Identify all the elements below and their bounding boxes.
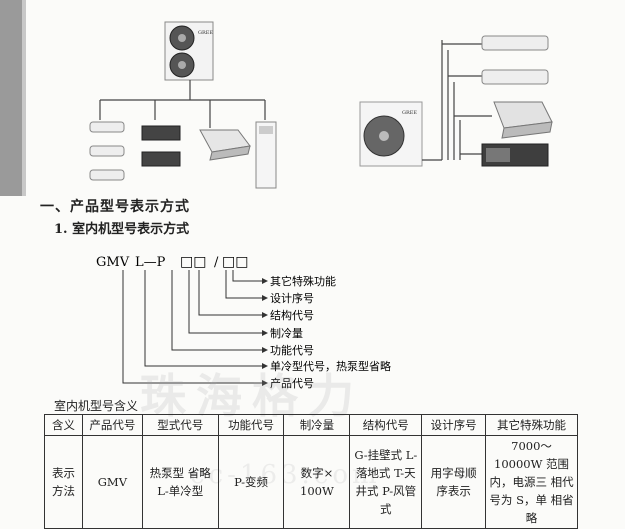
table-header-row: 含义 产品代号 型式代号 功能代号 制冷量 结构代号 设计序号 其它特殊功能 bbox=[44, 414, 578, 436]
row-label: 表示方法 bbox=[44, 435, 83, 529]
table-row: 表示方法 GMV 热泵型 省略 L-单冷型 P-变频 数字× 100W G-挂壁… bbox=[44, 435, 578, 529]
cassette-right bbox=[493, 101, 553, 139]
annotation-structure-code: 结构代号 bbox=[270, 308, 314, 322]
wall-mounted-units bbox=[89, 121, 125, 181]
refrigerant-piping bbox=[99, 80, 266, 128]
section-heading: 一、产品型号表示方式 bbox=[40, 199, 190, 215]
table-caption: 室内机型号含义 bbox=[54, 399, 139, 413]
model-code-diagram: GMV L—P □□ / □□ 其它特殊功能 设计序号 结构代号 制冷量 功能代… bbox=[96, 254, 391, 390]
header-function-code: 功能代号 bbox=[217, 414, 285, 436]
header-structure-code: 结构代号 bbox=[349, 414, 423, 436]
outdoor-unit-illustration: GREE bbox=[164, 21, 214, 81]
outdoor-unit-right: GREE bbox=[359, 101, 423, 167]
annotation-cooling-only-code: 单冷型代号，热泵型省略 bbox=[270, 359, 391, 373]
annotation-arrows bbox=[262, 278, 268, 386]
cell-design: 用字母顺 序表示 bbox=[421, 435, 487, 529]
duct-units bbox=[141, 125, 181, 167]
cell-special: 7000～10000W 范围内，电源三 相代号为 S，单 相省略 bbox=[485, 435, 578, 529]
piping-right bbox=[422, 40, 492, 161]
annotation-product-code: 产品代号 bbox=[270, 376, 314, 390]
cell-structure: G-挂壁式 L-落地式 T-天井式 P-风管式 bbox=[349, 435, 423, 529]
code-prefix: GMV bbox=[96, 255, 130, 270]
system-diagram-right: GREE bbox=[359, 35, 553, 167]
header-design-serial: 设计序号 bbox=[421, 414, 487, 436]
annotation-function-code: 功能代号 bbox=[270, 343, 314, 357]
header-special-function: 其它特殊功能 bbox=[485, 414, 578, 436]
header-meaning: 含义 bbox=[44, 414, 83, 436]
header-product-code: 产品代号 bbox=[81, 414, 143, 436]
wall-units-right bbox=[481, 35, 549, 85]
cell-product: GMV bbox=[81, 435, 143, 529]
duct-right bbox=[481, 143, 549, 167]
header-capacity: 制冷量 bbox=[283, 414, 351, 436]
annotation-design-serial: 设计序号 bbox=[270, 291, 314, 305]
system-diagram-left: GREE bbox=[89, 21, 277, 189]
subsection-heading: 1. 室内机型号表示方式 bbox=[54, 222, 190, 237]
brand-logo-text-right: GREE bbox=[402, 110, 417, 116]
code-slash: / bbox=[214, 255, 219, 270]
cell-type: 热泵型 省略 L-单冷型 bbox=[141, 435, 219, 529]
annotation-leaders bbox=[122, 270, 262, 384]
cell-capacity: 数字× 100W bbox=[283, 435, 351, 529]
annotation-special-function: 其它特殊功能 bbox=[270, 274, 336, 288]
brand-logo-text: GREE bbox=[198, 30, 213, 36]
margin-band bbox=[0, 0, 22, 196]
code-mid: L—P bbox=[135, 255, 166, 270]
code-boxes-b: □□ bbox=[222, 254, 248, 270]
cell-function: P-变频 bbox=[217, 435, 285, 529]
header-type-code: 型式代号 bbox=[141, 414, 219, 436]
cassette-unit bbox=[199, 129, 251, 161]
margin-band-light bbox=[22, 0, 26, 196]
code-boxes-a: □□ bbox=[180, 254, 206, 270]
annotation-cooling-capacity: 制冷量 bbox=[270, 327, 303, 340]
floor-standing-unit bbox=[255, 121, 277, 189]
model-meaning-table: 含义 产品代号 型式代号 功能代号 制冷量 结构代号 设计序号 其它特殊功能 表… bbox=[44, 414, 578, 529]
